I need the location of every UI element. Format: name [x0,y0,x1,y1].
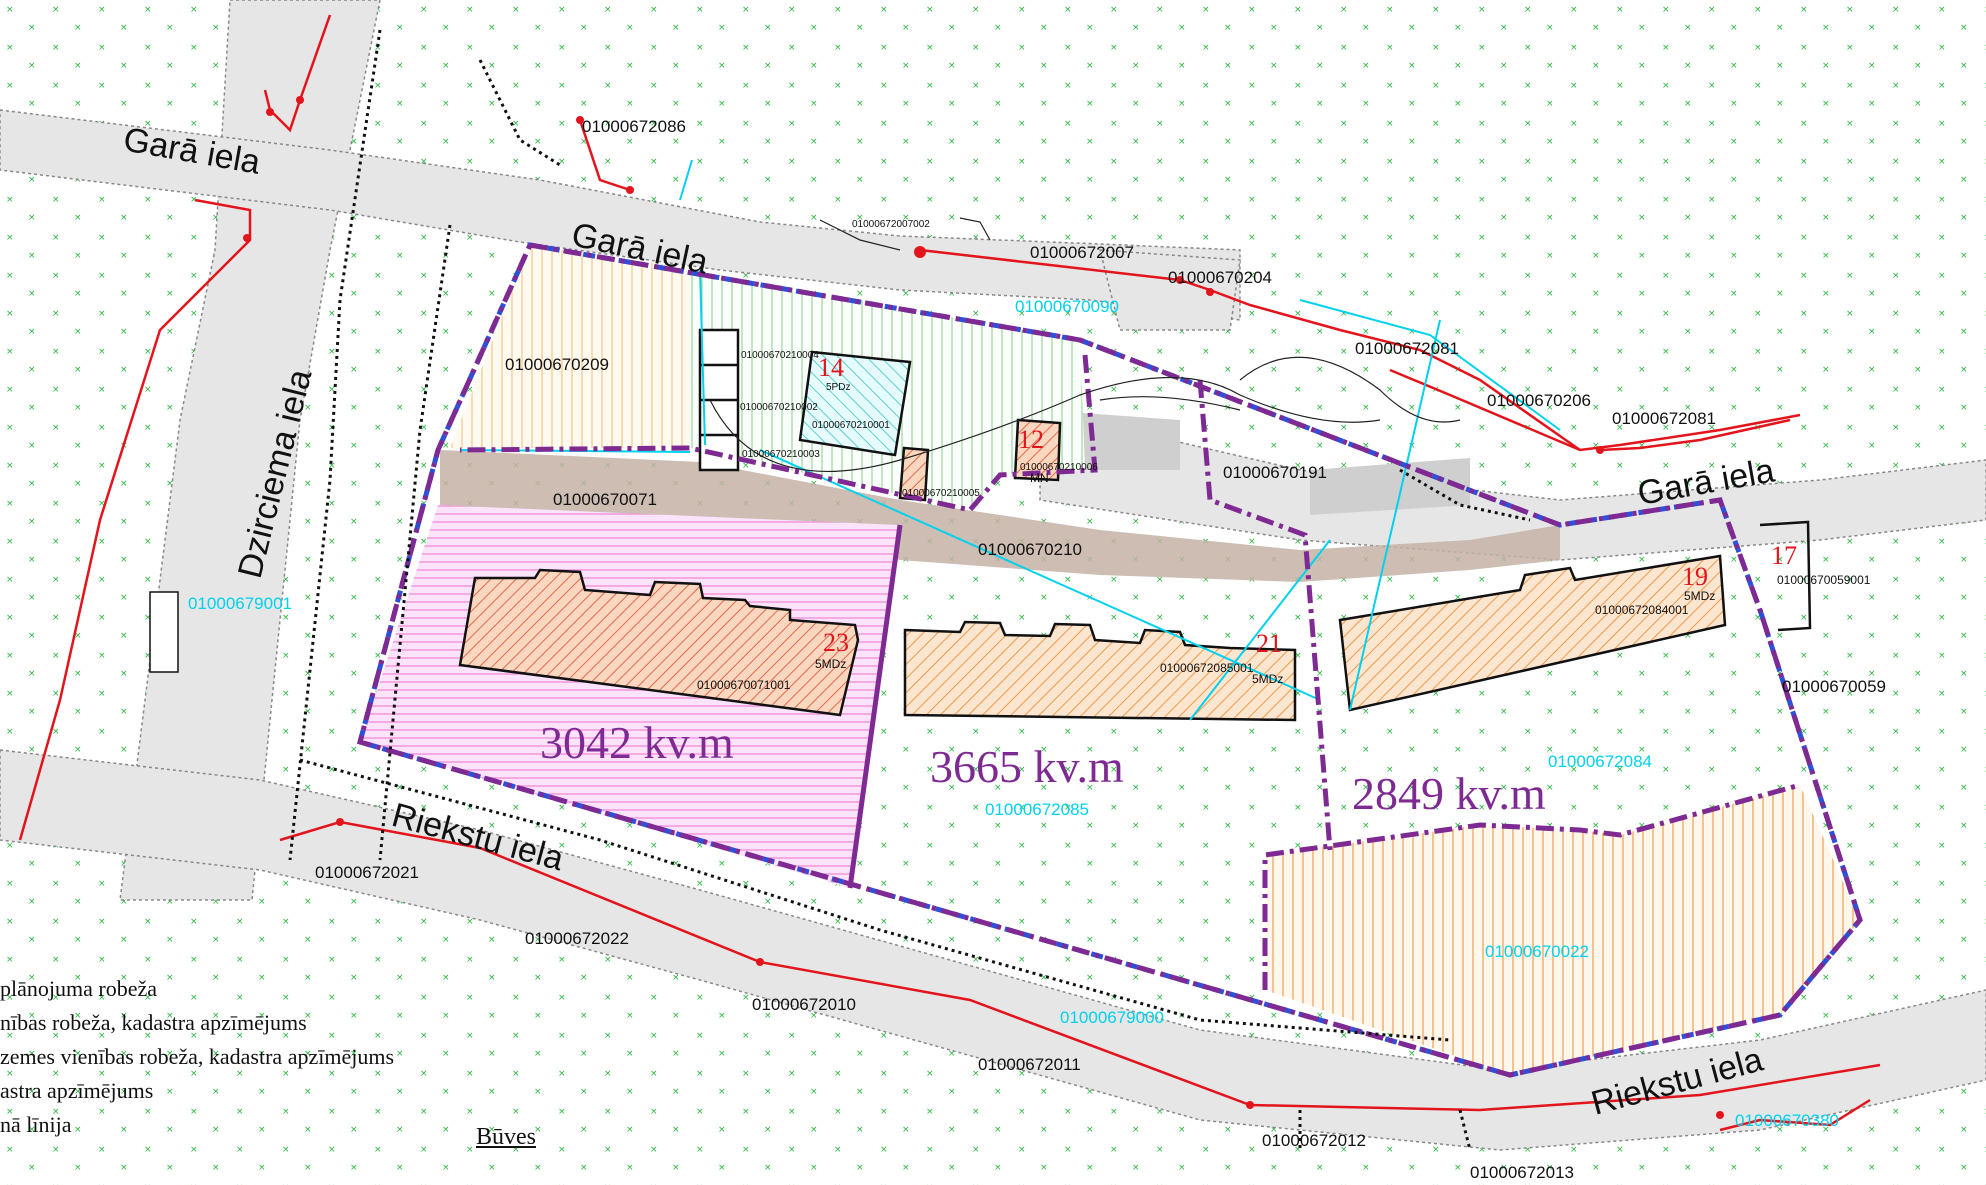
parcel-label: 01000670191 [1223,463,1327,482]
building-id: 01000670210005 [902,488,980,499]
parcel-label: 01000670059 [1782,677,1886,696]
building-17 [1759,520,1812,632]
kiosk-outline [149,591,179,673]
parcel-label: 01000672021 [315,863,419,882]
building-id: 01000670210003 [742,449,820,460]
building-21 [903,620,1297,722]
building-number: 17 [1771,541,1797,570]
building-id: 01000670210002 [740,402,818,413]
building-id: 01000672085001 [1160,661,1254,675]
zone-yellow-01000670209 [450,245,690,448]
parcel-label: 01000670071 [553,490,657,509]
building-14 [798,350,912,457]
parcel-label-cyan: 01000670090 [1015,297,1119,316]
parcel-label: 01000672012 [1262,1131,1366,1150]
area-label-west: 3042 kv.m [540,717,734,768]
building-id: 01000670210001 [812,420,890,431]
building-number: 19 [1682,562,1708,591]
building-type: 5MDz [1252,672,1283,686]
purple-solid-divider [847,524,903,889]
parcel-label: 01000672011 [978,1055,1081,1074]
building-type: 5MDz [815,657,846,671]
building-id: 01000670071001 [697,678,791,692]
parcel-label: 01000672010 [752,995,856,1014]
legend-parcel-boundary: nības robeža, kadastra apzīmējums [0,1010,307,1035]
building-number: 14 [818,353,844,382]
building-id: 01000670210004 [741,350,819,361]
building-number: 21 [1256,629,1282,658]
parcel-label-cyan: 01000679000 [1060,1008,1164,1027]
building-19 [1338,554,1727,712]
red-lines [18,14,1881,1132]
building-id: 01000672084001 [1595,603,1689,617]
parcel-label: 01000670206 [1487,391,1591,410]
buildings [149,328,1812,722]
parcel-label-cyan: 01000670380 [1735,1111,1839,1130]
road-network [0,0,1986,1151]
verge-lines [288,29,1531,1151]
area-label-middle: 3665 kv.m [930,741,1124,792]
parcel-label: 01000672013 [1470,1163,1574,1182]
parcel-label: 01000670209 [505,355,609,374]
zone-orange-east [1265,785,1860,1075]
parcel-label: 01000670204 [1168,268,1272,287]
parcel-label: 01000672022 [525,929,629,948]
purple-boundaries [356,242,1863,1078]
contour-lines [709,217,1461,472]
building-number: 23 [823,628,849,657]
parcel-label-cyan: 01000679001 [188,594,292,613]
legend-buves-title: Būves [476,1124,536,1150]
parcel-label: 01000672081 [1355,339,1459,358]
parcel-label: 01000672081 [1612,409,1716,428]
building-12 [1013,418,1062,482]
building-id: 01000670210006 [1020,462,1098,473]
legend-neighbour-parcel-boundary: zemes vienības robeža, kadastra apzīmēju… [0,1044,395,1069]
legend-red-line: nā līnija [0,1112,72,1137]
building-id: 01000672007002 [852,219,930,230]
building-shed [898,446,930,502]
parcel-label-cyan: 01000672085 [985,800,1089,819]
building-type: 5PDz [826,382,850,393]
building-type: 5MDz [1684,589,1715,603]
area-label-east: 2849 kv.m [1352,768,1546,819]
parcel-label: 01000672086 [582,117,686,136]
building-type: MN [1030,471,1049,485]
legend-cadastral-designation: astra apzīmējums [0,1078,154,1103]
parcel-label: 01000672007 [1030,243,1134,262]
parcel-label-cyan: 01000670022 [1485,942,1589,961]
building-23 [458,568,860,717]
driveway-band [440,450,1560,582]
parcel-label: 01000670210 [978,540,1082,559]
parcel-label-cyan: 01000672084 [1548,752,1652,771]
red-survey-points [243,96,1724,1119]
legend-planning-boundary: plānojuma robeža [0,976,157,1001]
building-number: 12 [1018,425,1044,454]
building-id: 01000670059001 [1777,573,1871,587]
